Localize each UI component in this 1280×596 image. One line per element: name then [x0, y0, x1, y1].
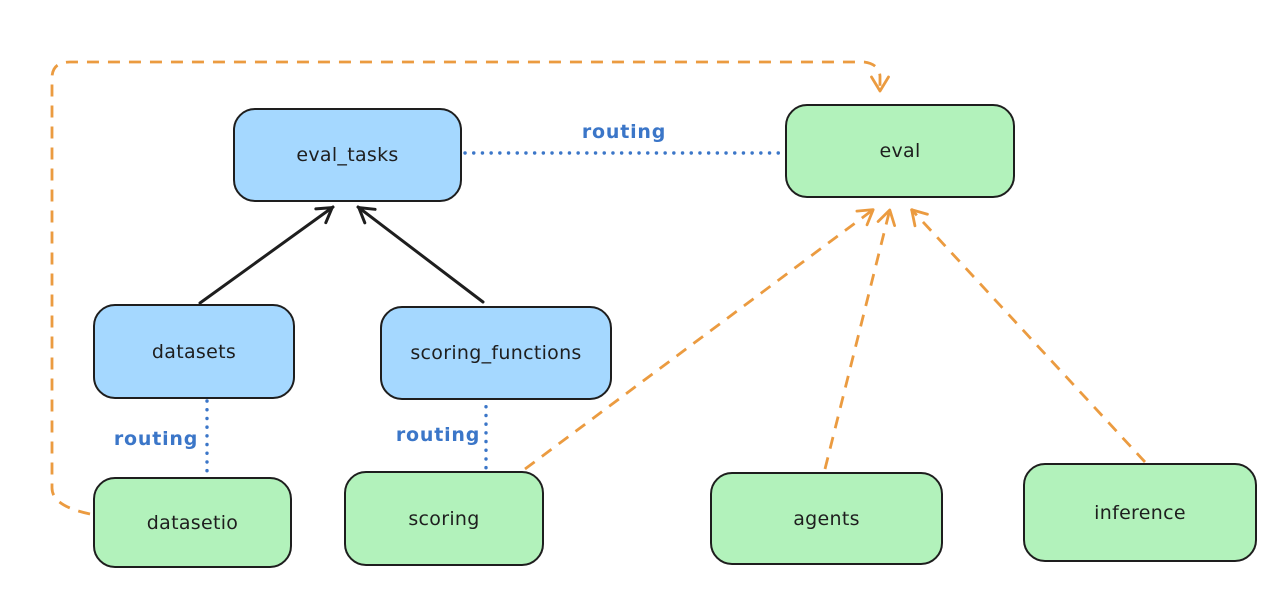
edge-label-routing-datasets-datasetio: routing: [113, 428, 199, 450]
node-label-eval_tasks: eval_tasks: [296, 144, 399, 166]
node-agents: agents: [710, 472, 943, 565]
node-scoring_functions: scoring_functions: [380, 306, 612, 400]
node-label-scoring_functions: scoring_functions: [410, 342, 582, 364]
node-label-datasetio: datasetio: [146, 511, 239, 534]
edge-agents-to-eval: [823, 208, 897, 470]
node-label-scoring: scoring: [408, 507, 480, 530]
node-label-datasets: datasets: [151, 340, 237, 363]
edge-datasets-to-eval_tasks: [198, 205, 335, 305]
node-label-agents: agents: [793, 507, 860, 530]
node-eval_tasks: eval_tasks: [233, 108, 462, 202]
node-inference: inference: [1023, 463, 1257, 562]
edge-scoring_functions-to-eval_tasks: [356, 205, 485, 304]
edge-label-routing-scoring_functions-scoring: routing: [395, 424, 481, 446]
node-datasetio: datasetio: [93, 477, 292, 568]
node-eval: eval: [785, 104, 1015, 198]
node-scoring: scoring: [344, 471, 544, 566]
edge-inference-to-eval: [909, 208, 1147, 463]
node-label-inference: inference: [1094, 501, 1186, 524]
node-label-eval: eval: [879, 140, 921, 162]
node-datasets: datasets: [93, 304, 295, 399]
edge-label-routing-eval_tasks-eval: routing: [581, 121, 667, 143]
